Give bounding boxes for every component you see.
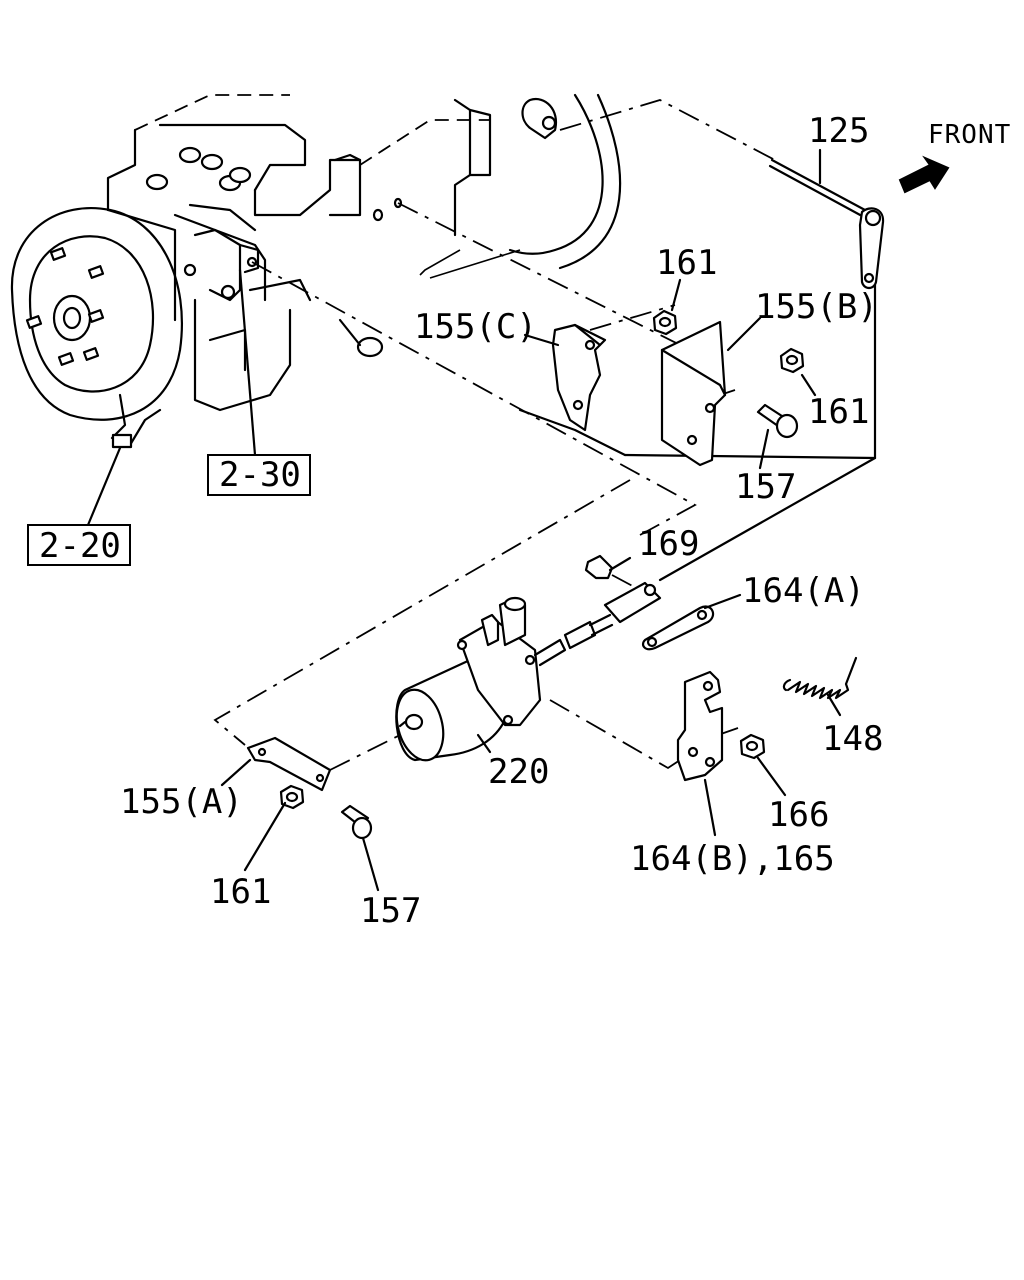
part-161-nut-bottom — [279, 784, 305, 810]
ref-box-2-30[interactable]: 2-30 — [207, 454, 311, 496]
callout-157-right: 157 — [735, 467, 796, 507]
front-direction-indicator: FRONT — [898, 120, 1011, 194]
callout-164a: 164(A) — [742, 571, 865, 611]
part-155c-bracket — [551, 323, 607, 432]
part-161-nut-right — [779, 347, 805, 374]
part-148-spring — [782, 656, 858, 700]
callout-labels: 125 161 155(C) 155(B) 161 157 169 164(A)… — [120, 111, 883, 931]
part-220-cylinder — [395, 581, 662, 762]
callout-161-top: 161 — [656, 243, 717, 283]
callout-155b: 155(B) — [755, 287, 878, 327]
callout-161-bottom: 161 — [210, 872, 271, 912]
part-164a-lever — [641, 605, 715, 651]
front-label: FRONT — [928, 120, 1011, 150]
part-166-nut — [739, 733, 766, 760]
part-155a-bracket — [246, 736, 332, 792]
callout-169: 169 — [638, 524, 699, 564]
callout-155c: 155(C) — [414, 307, 537, 347]
callout-148: 148 — [822, 719, 883, 759]
engine-assembly — [10, 93, 622, 449]
front-arrow-icon — [898, 155, 950, 194]
callout-164b-165: 164(B),165 — [630, 839, 835, 879]
callout-220: 220 — [488, 752, 549, 792]
callout-125: 125 — [808, 111, 869, 151]
part-169-pin — [584, 554, 614, 580]
ref-box-2-20[interactable]: 2-20 — [27, 524, 131, 566]
callout-157-bottom: 157 — [360, 891, 421, 931]
callout-155a: 155(A) — [120, 782, 243, 822]
part-155b-bracket — [660, 320, 727, 467]
ref-2-30-label: 2-30 — [219, 455, 301, 495]
callout-166: 166 — [768, 795, 829, 835]
leader-lines — [86, 148, 842, 892]
flywheel-housing — [10, 207, 183, 449]
assembly-lines — [213, 99, 877, 771]
part-164b-bracket — [676, 670, 724, 782]
part-161-nut-top — [652, 309, 678, 336]
part-157-bolt-right — [756, 403, 799, 439]
part-157-bolt-bottom — [340, 804, 373, 840]
callout-161-right: 161 — [808, 392, 869, 432]
part-125-rod-lever — [768, 158, 885, 290]
ref-2-20-label: 2-20 — [39, 526, 121, 566]
engine-boss-group — [145, 146, 252, 192]
